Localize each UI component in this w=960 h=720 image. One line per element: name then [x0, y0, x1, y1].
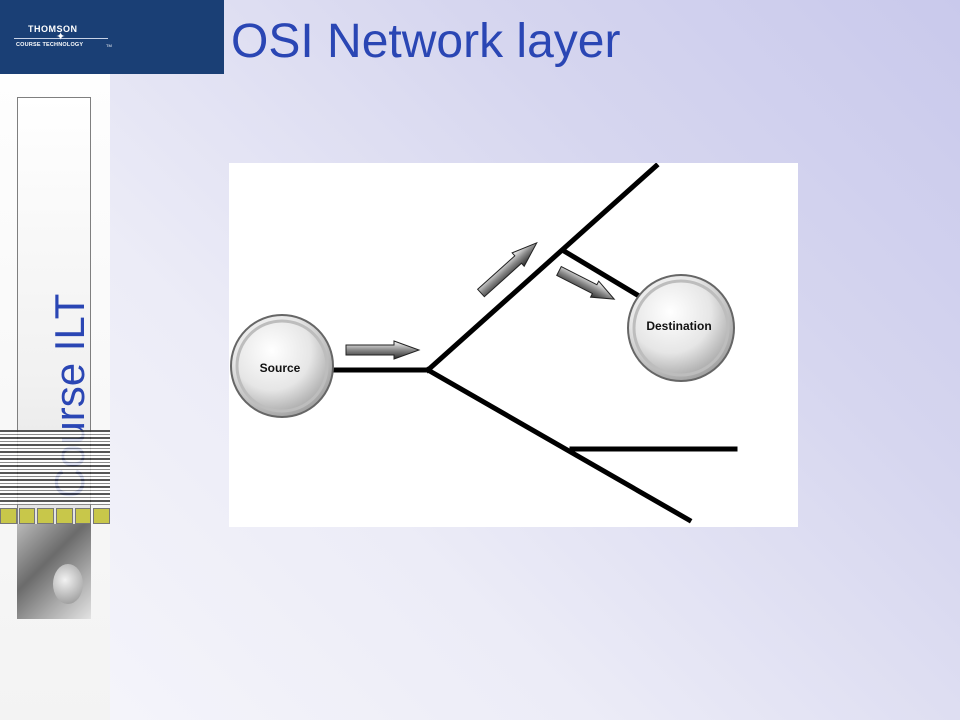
destination-node: Destination [627, 274, 735, 382]
thomson-logo: THOMSON ✦ COURSE TECHNOLOGY TM [0, 0, 224, 74]
logo-trademark: TM [106, 43, 112, 48]
arrow-upper [476, 241, 538, 298]
network-diagram: Source Destination [229, 163, 798, 527]
swatch [74, 508, 92, 524]
logo-brand: THOMSON [28, 24, 78, 34]
swatch [93, 508, 111, 524]
slide-title: OSI Network layer [231, 15, 621, 68]
source-label: Source [260, 361, 301, 375]
arrow-destination [556, 265, 616, 300]
logo-subtitle: COURSE TECHNOLOGY [16, 42, 84, 48]
swatch [56, 508, 73, 524]
network-diagram-svg: Source Destination [230, 163, 738, 524]
sidebar: Course ILT [0, 0, 111, 720]
source-node: Source [230, 314, 334, 418]
sidebar-photo [17, 524, 91, 619]
star-icon: ✦ [56, 31, 66, 43]
swatch [18, 508, 36, 524]
path-lower-branch [424, 366, 693, 524]
path-upper-branch [424, 163, 660, 374]
photo-figure [53, 564, 83, 604]
path-to-destination [560, 247, 643, 300]
color-swatches [0, 508, 111, 524]
swatch [0, 508, 17, 524]
logo-rule [14, 38, 108, 39]
barcode-decoration [0, 430, 110, 505]
network-paths [332, 163, 738, 524]
destination-label: Destination [646, 319, 711, 333]
arrow-source [345, 340, 421, 360]
swatch [37, 508, 55, 524]
